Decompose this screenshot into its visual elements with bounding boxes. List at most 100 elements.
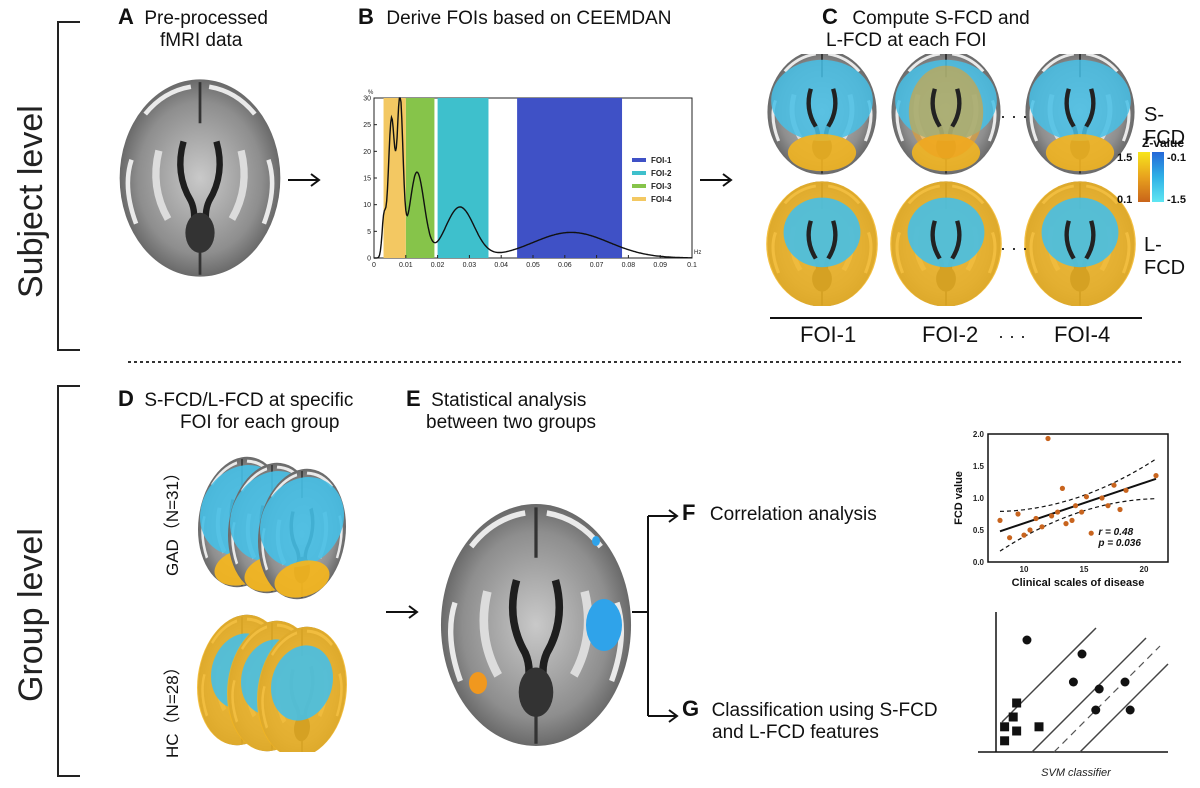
col-ellipsis: · · · (998, 326, 1026, 346)
band-foi-1 (517, 98, 623, 258)
margin-line-top (1001, 627, 1097, 723)
scatter-point (1153, 473, 1159, 479)
scatter-point (997, 517, 1003, 523)
panel-c-brain-grid (764, 54, 1144, 306)
scatter-point (1027, 527, 1033, 533)
ventricles (806, 220, 838, 260)
scatter-point (1123, 487, 1129, 493)
y-tick-label: 15 (363, 176, 371, 183)
overlay-negative (271, 645, 333, 721)
scatter-point (1117, 506, 1123, 513)
scatter-point (1079, 509, 1085, 515)
brain-0-1 (891, 54, 1000, 175)
brain-image-e (438, 500, 634, 750)
x-tick-label: 10 (1020, 565, 1029, 574)
legend-entry: FOI-1 (651, 156, 672, 165)
spectrum-line (374, 97, 692, 259)
overlay-negative (1041, 197, 1119, 268)
panel-c-title-1: Compute S-FCD and (852, 8, 1030, 29)
scatter-point (1069, 517, 1075, 523)
svm-caption: SVM classifier (1041, 767, 1112, 779)
y-tick-label: 0.0 (973, 558, 985, 567)
brain-image-a (116, 72, 284, 284)
y-tick-label: 20 (363, 149, 371, 156)
svm-class-b-point (1034, 722, 1044, 732)
legend-entry: FOI-4 (651, 195, 672, 204)
x-axis-label: Hz (694, 250, 701, 256)
overlay-negative (1029, 59, 1131, 141)
panel-c-letter: C (822, 4, 838, 29)
brain-0-2 (1025, 54, 1134, 175)
svm-class-a-point (1068, 677, 1078, 687)
zvalue-neg-max: -1.5 (1167, 194, 1186, 206)
x-tick-label: 0.01 (399, 262, 413, 269)
stat-annotation: r = 0.48 (1098, 527, 1133, 538)
svm-class-b-point (1000, 736, 1010, 746)
legend-entry: FOI-2 (651, 169, 672, 178)
ci-upper (999, 458, 1157, 512)
brain-1-2 (1024, 181, 1136, 306)
row-label-lfcd: L-FCD (1144, 234, 1186, 279)
panel-d-header: D S-FCD/L-FCD at specific FOI for each g… (118, 386, 353, 434)
overlay-positive-center (908, 65, 984, 159)
blob-positive-left (469, 672, 487, 694)
overlay-negative (771, 59, 873, 141)
scatter-point (1039, 524, 1045, 530)
panel-f-header: F Correlation analysis (682, 500, 877, 526)
overlay-negative (907, 197, 985, 268)
panel-c-title-2: L-FCD at each FOI (826, 30, 987, 51)
x-tick-label: 20 (1140, 565, 1149, 574)
panel-f-title-1: Correlation analysis (709, 504, 877, 525)
ventricles (930, 88, 962, 128)
brain-stack-svg (194, 452, 364, 752)
brain-grid-svg (764, 54, 1144, 306)
scatter-point (1055, 509, 1061, 515)
x-tick-label: 0.03 (463, 262, 477, 269)
panel-a-title-1: Pre-processed (144, 8, 268, 29)
margin-line-lower (1031, 637, 1147, 753)
zvalue-neg-bar (1152, 152, 1164, 202)
scatter-point (1007, 535, 1013, 541)
y-tick-label: 0 (367, 256, 371, 263)
ellipsis-row-1: · · · (1000, 106, 1028, 126)
panel-g-header: G Classification using S-FCD and L-FCD f… (682, 696, 938, 744)
scatter-point (1049, 513, 1055, 519)
panel-c-header: C Compute S-FCD and L-FCD at each FOI (822, 4, 1030, 52)
panel-e-title-2: between two groups (426, 412, 597, 433)
svm-class-a-point (1094, 684, 1104, 694)
scatter-point (1083, 494, 1089, 500)
panel-b-title-1: Derive FOIs based on CEEMDAN (386, 8, 672, 29)
y-tick-label: 30 (363, 96, 371, 103)
y-axis-label: % (368, 90, 374, 96)
subject-level-label: Subject level (12, 105, 50, 298)
overlay-positive (787, 134, 857, 172)
ellipsis-row-2: · · · (1000, 238, 1028, 258)
legend-entry: FOI-3 (651, 182, 672, 191)
scatter-point (1033, 515, 1039, 522)
svm-classifier-chart: SVM classifier (978, 612, 1169, 779)
x-tick-label: 0 (372, 262, 376, 269)
stat-annotation: p = 0.036 (1097, 538, 1141, 549)
scatter-point (1063, 521, 1069, 527)
zvalue-pos-max: 1.5 (1117, 152, 1133, 164)
ventricles (1064, 88, 1096, 128)
x-tick-label: 0.05 (526, 262, 540, 269)
band-foi-2 (437, 98, 489, 258)
svm-class-b-point (1000, 722, 1010, 732)
blob-negative-right (586, 599, 622, 651)
group-label-hc: HC（N=28） (163, 658, 182, 758)
scatter-point (1021, 532, 1027, 538)
blob-negative-small (592, 536, 600, 546)
zvalue-pos-bar (1138, 152, 1150, 202)
zvalue-pos-min: 0.1 (1117, 194, 1133, 206)
brain-1-1 (890, 181, 1002, 306)
row-label-sfcd: S-FCD (1144, 104, 1186, 149)
col-label-foi2: FOI-2 (922, 322, 979, 347)
panel-g-letter: G (682, 696, 700, 721)
y-tick-label: 1.0 (973, 494, 985, 503)
overlay-negative (783, 197, 861, 268)
x-tick-label: 0.04 (494, 262, 508, 269)
